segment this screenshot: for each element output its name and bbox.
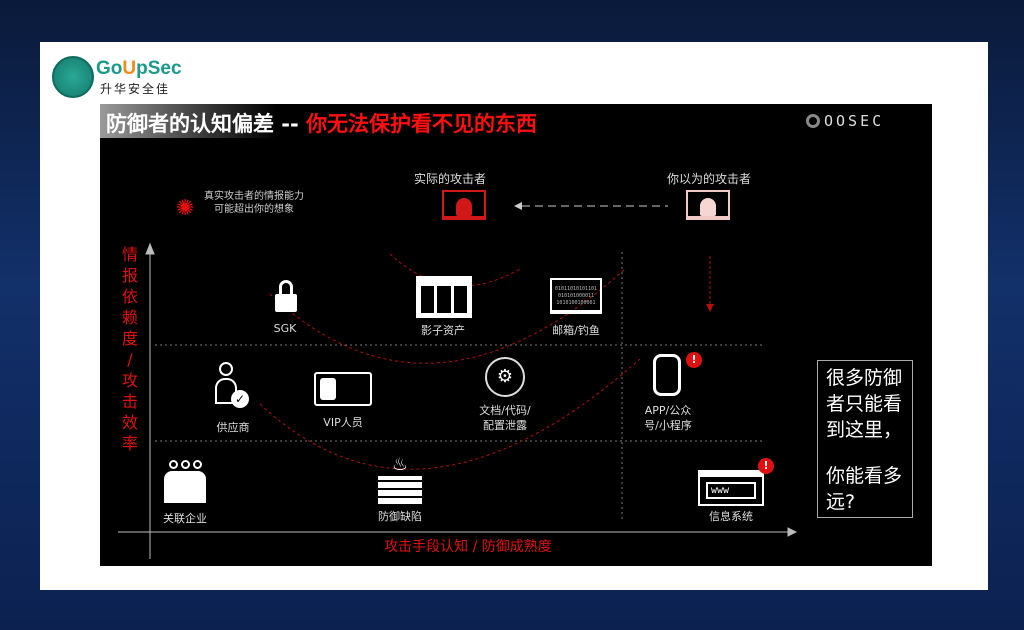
callout-box: 很多防御者只能看到这里， 你能看多远? xyxy=(817,360,913,518)
actual-attacker-label: 实际的攻击者 xyxy=(413,172,487,186)
docs-line2: 配置泄露 xyxy=(482,419,527,432)
app-line2: 号/小程序 xyxy=(644,419,692,432)
spider-icon: ✺ xyxy=(176,196,195,221)
actual-attacker-laptop-icon xyxy=(442,190,486,220)
title-white: 防御者的认知偏差 -- xyxy=(106,112,299,136)
lock-icon xyxy=(275,280,297,314)
browser-www-icon: www xyxy=(698,470,764,506)
title-red: 你无法保护看不见的东西 xyxy=(306,112,538,136)
y-char: 依 xyxy=(121,287,138,306)
binary-line: 01011010101101 xyxy=(554,286,598,292)
y-char: 击 xyxy=(121,392,138,411)
info-system-label: 信息系统 xyxy=(709,510,753,523)
goupsec-logo-icon xyxy=(52,56,94,98)
app-label: APP/公众号/小程序 xyxy=(644,403,692,433)
vip-id-card-icon xyxy=(314,372,372,406)
shadow-asset-icon xyxy=(416,276,472,318)
brand-ring-icon xyxy=(806,114,820,128)
brand-text: OOSEC xyxy=(824,112,885,130)
firewall-label: 防御缺陷 xyxy=(378,510,422,523)
alert-icon: ! xyxy=(686,352,702,368)
supplier-label: 供应商 xyxy=(216,421,250,434)
slide: 防御者的认知偏差 -- 你无法保护看不见的东西 OOSEC ✺ 真实攻击者的情报… xyxy=(100,104,932,566)
app-line1: APP/公众 xyxy=(644,404,692,417)
y-char: 度 xyxy=(121,329,138,348)
y-char: 效 xyxy=(121,413,138,432)
callout-line: 者只能看 xyxy=(826,393,903,415)
app-phone-icon xyxy=(653,354,681,396)
y-axis-label: 情报依赖度 / 攻击效率 xyxy=(121,244,139,454)
alert-icon: ! xyxy=(758,458,774,474)
callout-line: 很多防御 xyxy=(826,367,903,389)
sgk-label: SGK xyxy=(273,322,297,335)
slide-title: 防御者的认知偏差 -- 你无法保护看不见的东西 xyxy=(100,104,544,138)
affiliate-label: 关联企业 xyxy=(163,512,207,525)
logo-u: U xyxy=(122,58,137,79)
perceived-attacker-laptop-icon xyxy=(686,190,730,220)
logo-psec: pSec xyxy=(136,58,182,79)
y-char: 率 xyxy=(121,434,138,453)
supplier-person-check-icon: ✓ xyxy=(215,362,251,412)
gear-leak-icon: ⚙ xyxy=(485,357,525,397)
y-char: 情 xyxy=(121,245,138,264)
perceived-attacker-label: 你以为的攻击者 xyxy=(666,172,752,186)
y-char: / xyxy=(127,350,133,369)
x-axis-label: 攻击手段认知 / 防御成熟度 xyxy=(384,539,552,555)
y-char: 赖 xyxy=(121,308,138,327)
binary-line: 1010100100001 xyxy=(556,300,596,306)
vip-label: VIP人员 xyxy=(323,416,363,429)
oosec-brand: OOSEC xyxy=(806,112,884,130)
callout-spacer xyxy=(826,443,904,463)
firewall-icon: ♨ xyxy=(378,456,422,504)
binary-line: 010101000011 xyxy=(557,293,595,299)
docs-leak-label: 文档/代码/配置泄露 xyxy=(479,403,530,433)
y-char: 攻 xyxy=(121,371,138,390)
callout-line: 你能看多 xyxy=(826,465,903,487)
mail-phishing-label: 邮箱/钓鱼 xyxy=(552,324,600,337)
logo-subtitle: 升华安全佳 xyxy=(100,82,171,96)
logo-go: Go xyxy=(96,58,123,79)
docs-line1: 文档/代码/ xyxy=(479,404,531,417)
callout-line: 远? xyxy=(826,491,856,513)
diagram-lines xyxy=(118,202,798,559)
callout-line: 到这里， xyxy=(826,419,903,441)
shadow-asset-label: 影子资产 xyxy=(421,324,465,337)
affiliate-group-icon xyxy=(164,460,206,506)
y-char: 报 xyxy=(121,266,138,285)
www-text: www xyxy=(706,482,756,499)
note-line2: 可能超出你的想象 xyxy=(214,204,294,215)
intel-note: 真实攻击者的情报能力可能超出你的想象 xyxy=(204,190,304,216)
logo-name: GoUpSec xyxy=(96,58,182,80)
note-line1: 真实攻击者的情报能力 xyxy=(204,191,304,202)
